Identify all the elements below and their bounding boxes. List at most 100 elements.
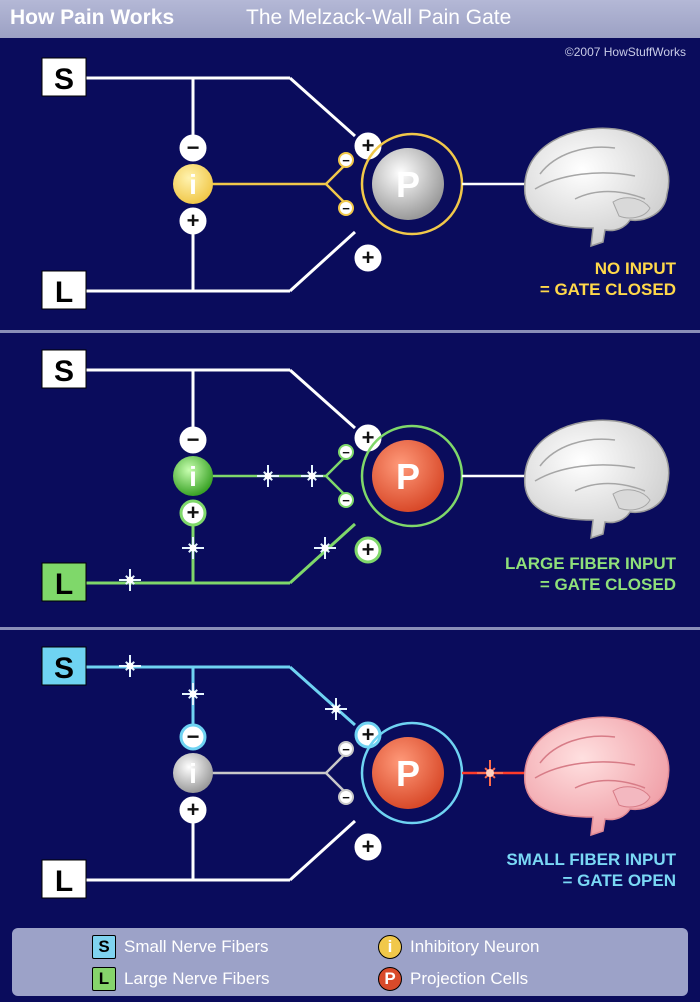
burst-core [264,472,272,480]
inhibitory-fork-up [325,455,347,477]
projection-cell [372,737,444,809]
projection-plus-sign-bottom-ring [354,833,382,861]
projection-minus-sign: − [342,493,350,508]
large-fiber-branch [288,230,357,293]
burst-core [126,662,134,670]
projection-minus-ring [338,741,354,757]
projection-cell-label: P [396,456,420,497]
burst-core [486,769,494,777]
projection-plus-sign-bottom-ring [354,536,382,564]
projection-minus-ring [338,444,354,460]
legend-projection-label: Projection Cells [410,969,529,988]
small-fiber-branch [289,76,356,138]
copyright-notice: ©2007 HowStuffWorks [564,45,686,59]
large-fiber-box [41,270,87,310]
projection-minus-ring [338,152,354,168]
pain-signal-burst-icon [477,760,503,786]
burst-core [189,690,197,698]
brain-outline [524,419,670,540]
signal-burst-icon [182,683,204,705]
panel-1-caption-line2: = GATE CLOSED [539,280,676,299]
brain-folds [534,438,646,492]
large-fiber-label: L [55,276,73,309]
legend: S Small Nerve Fibers L Large Nerve Fiber… [12,928,688,996]
legend-small-fibers: S Small Nerve Fibers [92,934,269,960]
large-fiber-box [41,859,87,899]
inhibitory-fork-down [325,772,347,794]
inhibitory-neuron-label: i [189,758,197,789]
large-fiber-box [41,562,87,602]
brain-folds [534,735,646,789]
projection-plus-sign-top: + [362,425,375,450]
small-fiber-label: S [54,652,74,685]
projection-minus-sign: − [342,790,350,805]
projection-cell [372,440,444,512]
signal-burst-icon [325,698,347,720]
inhibitory-minus-sign: − [187,135,200,160]
projection-plus-sign-top: + [362,133,375,158]
page-subtitle: The Melzack-Wall Pain Gate [246,6,512,29]
inhibitory-neuron-label: i [189,461,197,492]
inhibitory-neuron-label: i [189,169,197,200]
panel-2-caption: LARGE FIBER INPUT = GATE CLOSED [505,553,676,595]
burst-core [308,472,316,480]
brain-icon [524,127,670,248]
small-fiber-box [41,646,87,686]
inhibitory-plus-sign-ring [179,796,207,824]
legend-large-label: Large Nerve Fibers [124,969,270,988]
projection-minus-sign: − [342,153,350,168]
inhibitory-plus-sign-ring [179,207,207,235]
panel-1-caption-line1: NO INPUT [594,259,676,278]
small-fiber-label: S [54,63,74,96]
projection-cell [372,148,444,220]
inhibitory-minus-sign-ring [179,134,207,162]
inhibitory-fork-up [325,163,347,185]
inhibitory-fork-down [325,475,347,497]
panel-3-caption: SMALL FIBER INPUT = GATE OPEN [506,849,676,891]
brain-outline [524,127,670,248]
inhibitory-neuron [173,456,213,496]
projection-cell-icon: P [378,967,402,991]
projection-plus-sign-bottom: + [362,245,375,270]
brain-folds [534,146,646,200]
brain-cerebellum [612,489,651,511]
small-fiber-label: S [54,355,74,388]
projection-minus-ring [338,492,354,508]
inhibitory-plus-sign: + [187,500,200,525]
large-fiber-icon: L [92,967,116,991]
large-fiber-label: L [55,568,73,601]
signal-burst-icon [301,465,323,487]
projection-minus-sign: − [342,201,350,216]
brain-cerebellum [612,197,651,219]
small-fiber-box [41,349,87,389]
legend-large-fibers: L Large Nerve Fibers [92,966,270,992]
small-fiber-branch [289,368,356,430]
small-fiber-branch [289,665,356,727]
inhibitory-minus-sign-ring [179,723,207,751]
projection-cell-label: P [396,753,420,794]
panel-3-caption-line2: = GATE OPEN [562,871,676,890]
inhibitory-neuron [173,753,213,793]
panel-divider [0,627,700,630]
burst-core [332,705,340,713]
legend-inhibitory-label: Inhibitory Neuron [410,937,540,956]
large-fiber-label: L [55,865,73,898]
inhibitory-fork-down [325,183,347,205]
legend-small-label: Small Nerve Fibers [124,937,269,956]
page-title: How Pain Works [10,6,175,29]
projection-minus-ring [338,200,354,216]
brain-cerebellum [612,786,651,808]
header-bar: How Pain Works The Melzack-Wall Pain Gat… [0,0,700,38]
small-fiber-icon: S [92,935,116,959]
large-fiber-branch [288,819,357,882]
burst-core [321,544,329,552]
projection-minus-sign: − [342,445,350,460]
brain-icon [524,716,670,837]
projection-plus-sign-bottom: + [362,834,375,859]
projection-plus-sign-bottom: + [362,537,375,562]
brain-icon [524,419,670,540]
panel-divider [0,330,700,333]
small-fiber-box [41,57,87,97]
